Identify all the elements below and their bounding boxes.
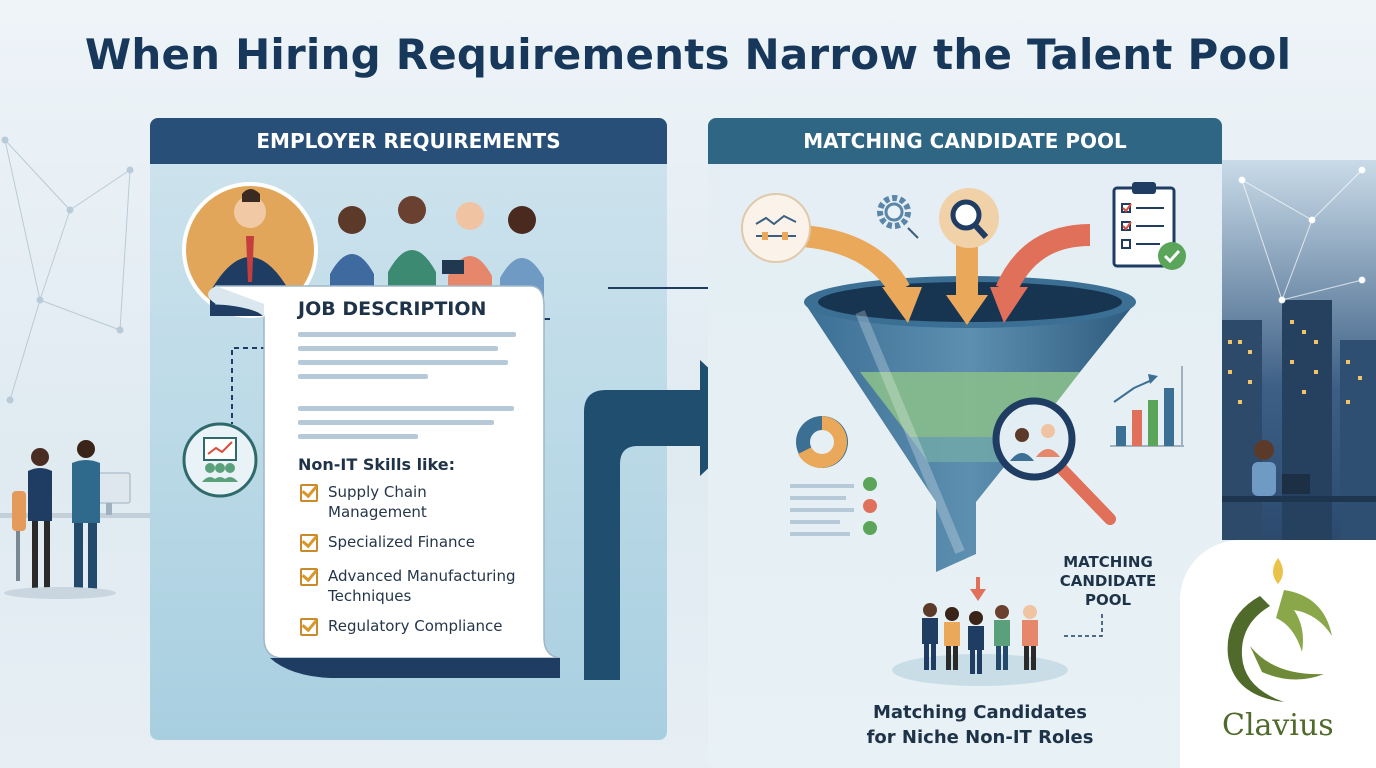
matching-candidates-group-illustration <box>892 603 1068 686</box>
checkbox-icon <box>300 534 318 552</box>
worker-at-desk-illustration <box>1222 440 1376 502</box>
skill-label-line2: Management <box>328 503 427 521</box>
checkbox-icon <box>300 484 318 502</box>
clavius-logo-mark <box>1227 558 1332 702</box>
matching-candidates-caption: Matching Candidates for Niche Non-IT Rol… <box>850 700 1110 750</box>
gear-icon <box>877 195 919 239</box>
city-buildings <box>1222 300 1376 540</box>
caption-line2: for Niche Non-IT Roles <box>866 727 1094 748</box>
analytics-chart-icon <box>741 193 811 263</box>
checkbox-icon <box>300 618 318 636</box>
clavius-logo-text: Clavius <box>1222 708 1334 743</box>
down-arrow-icon <box>970 577 986 601</box>
network-decoration-left <box>1 136 134 404</box>
skill-label: Regulatory Compliance <box>328 617 503 635</box>
checkbox-icon <box>300 568 318 586</box>
pool-label-line1: MATCHING <box>1063 553 1153 571</box>
skill-label-line2: Techniques <box>328 587 412 605</box>
skills-heading: Non-IT Skills like: <box>298 455 455 474</box>
incoming-arrows <box>779 224 1091 325</box>
candidate-magnifier-icon <box>992 397 1116 525</box>
hiring-team-illustration <box>182 182 550 320</box>
skill-label: Supply Chain <box>328 483 427 501</box>
clipboard-checklist-icon <box>1112 182 1186 270</box>
job-description-title: JOB DESCRIPTION <box>298 298 487 320</box>
magnifier-search-icon <box>939 188 999 248</box>
caption-line1: Matching Candidates <box>872 702 1088 723</box>
job-description-text-lines <box>298 332 516 439</box>
report-pie-chart-icon <box>790 416 877 536</box>
growth-bar-chart-icon <box>1110 366 1184 447</box>
pool-label-dashed-connector <box>1062 614 1103 637</box>
employer-requirements-header: EMPLOYER REQUIREMENTS <box>150 118 667 164</box>
dashed-connector <box>231 347 266 424</box>
team-presentation-icon <box>182 422 258 498</box>
network-decoration-right <box>1238 166 1366 304</box>
matching-candidate-pool-header: MATCHING CANDIDATE POOL <box>708 118 1222 164</box>
office-workers-illustration <box>0 440 150 599</box>
pool-label-line3: POOL <box>1084 591 1132 609</box>
matching-candidate-pool-label: MATCHING CANDIDATE POOL <box>1046 553 1170 610</box>
skill-label: Specialized Finance <box>328 533 475 551</box>
page-title: When Hiring Requirements Narrow the Tale… <box>84 30 1292 79</box>
skill-label: Advanced Manufacturing <box>328 567 516 585</box>
pool-label-line2: CANDIDATE <box>1059 572 1157 590</box>
